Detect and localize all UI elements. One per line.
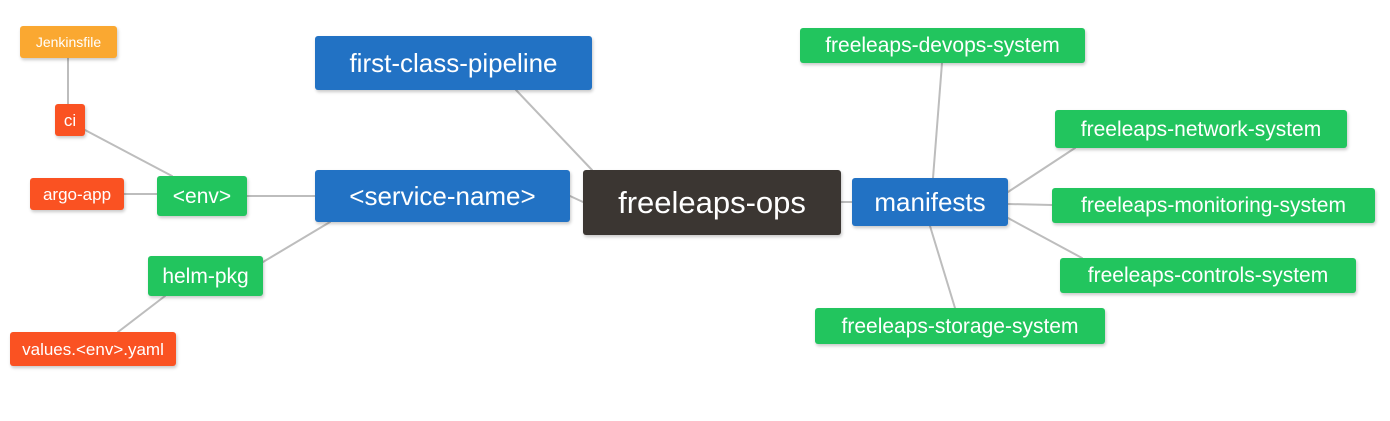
- node-freeleaps-ops[interactable]: freeleaps-ops: [583, 170, 841, 235]
- node-freeleaps-storage-system[interactable]: freeleaps-storage-system: [815, 308, 1105, 344]
- node-first-class-pipeline[interactable]: first-class-pipeline: [315, 36, 592, 90]
- edge-manifests-to-freeleaps-controls-system: [1007, 217, 1083, 259]
- node-freeleaps-devops-system[interactable]: freeleaps-devops-system: [800, 28, 1085, 63]
- node-manifests[interactable]: manifests: [852, 178, 1008, 226]
- edge-manifests-to-freeleaps-network-system: [1007, 147, 1076, 193]
- edge-freeleaps-ops-to-first-class-pipeline: [515, 89, 593, 171]
- edge-helm-pkg-to-values-env-yaml: [117, 295, 166, 333]
- node-freeleaps-controls-system[interactable]: freeleaps-controls-system: [1060, 258, 1356, 293]
- node-jenkinsfile[interactable]: Jenkinsfile: [20, 26, 117, 58]
- edge-manifests-to-freeleaps-devops-system: [932, 62, 943, 179]
- edge-manifests-to-freeleaps-monitoring-system: [1007, 203, 1053, 206]
- node-values-env-yaml[interactable]: values.<env>.yaml: [10, 332, 176, 366]
- node-service-name[interactable]: <service-name>: [315, 170, 570, 222]
- edge-env-to-ci: [84, 129, 173, 177]
- edge-manifests-to-freeleaps-storage-system: [929, 225, 956, 309]
- edge-freeleaps-ops-to-service-name: [569, 195, 584, 203]
- node-helm-pkg[interactable]: helm-pkg: [148, 256, 263, 296]
- node-freeleaps-monitoring-system[interactable]: freeleaps-monitoring-system: [1052, 188, 1375, 223]
- node-argo-app[interactable]: argo-app: [30, 178, 124, 210]
- node-env[interactable]: <env>: [157, 176, 247, 216]
- node-freeleaps-network-system[interactable]: freeleaps-network-system: [1055, 110, 1347, 148]
- node-ci[interactable]: ci: [55, 104, 85, 136]
- edge-service-name-to-helm-pkg: [262, 221, 331, 263]
